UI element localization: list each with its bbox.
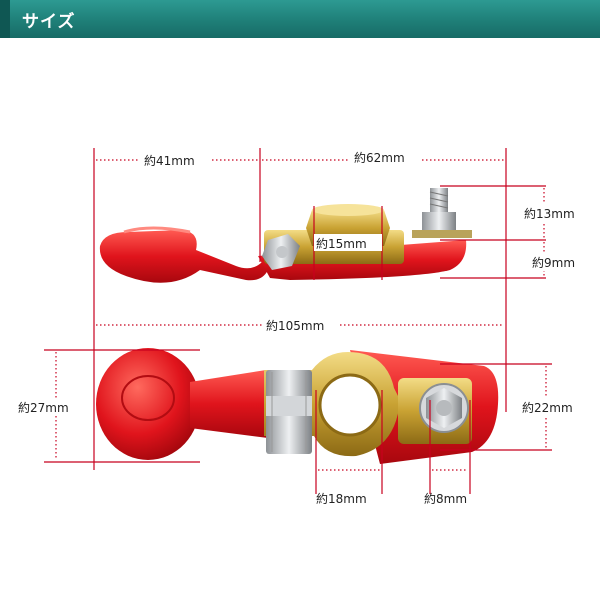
label-clamp-hole: 約18mm <box>316 491 367 506</box>
label-body-height: 約9mm <box>532 255 575 270</box>
label-body-width: 約22mm <box>522 400 573 415</box>
label-post-diameter: 約15mm <box>316 236 367 251</box>
label-total-width: 約27mm <box>18 400 69 415</box>
page-title: サイズ <box>22 12 76 32</box>
red-cap-top <box>96 348 200 460</box>
header-accent <box>0 0 10 38</box>
label-total-length: 約105mm <box>266 318 324 333</box>
post-hole <box>318 373 382 437</box>
label-bolt-height: 約13mm <box>524 206 575 221</box>
red-strap <box>190 370 268 438</box>
dimension-labels: 約41mm 約62mm 約15mm 約13mm 約9mm 約105mm 約27m… <box>16 148 592 506</box>
label-bolt-diameter: 約8mm <box>424 491 467 506</box>
dimension-diagram: 約41mm 約62mm 約15mm 約13mm 約9mm 約105mm 約27m… <box>16 148 592 506</box>
terminal-top-view <box>96 348 499 464</box>
red-cap-side <box>99 230 268 283</box>
label-cap-length: 約41mm <box>144 153 195 168</box>
terminal-side-view <box>99 188 472 283</box>
header-bar: サイズ <box>0 0 600 38</box>
label-body-length: 約62mm <box>354 150 405 165</box>
vertical-bolt-nut <box>422 212 456 230</box>
